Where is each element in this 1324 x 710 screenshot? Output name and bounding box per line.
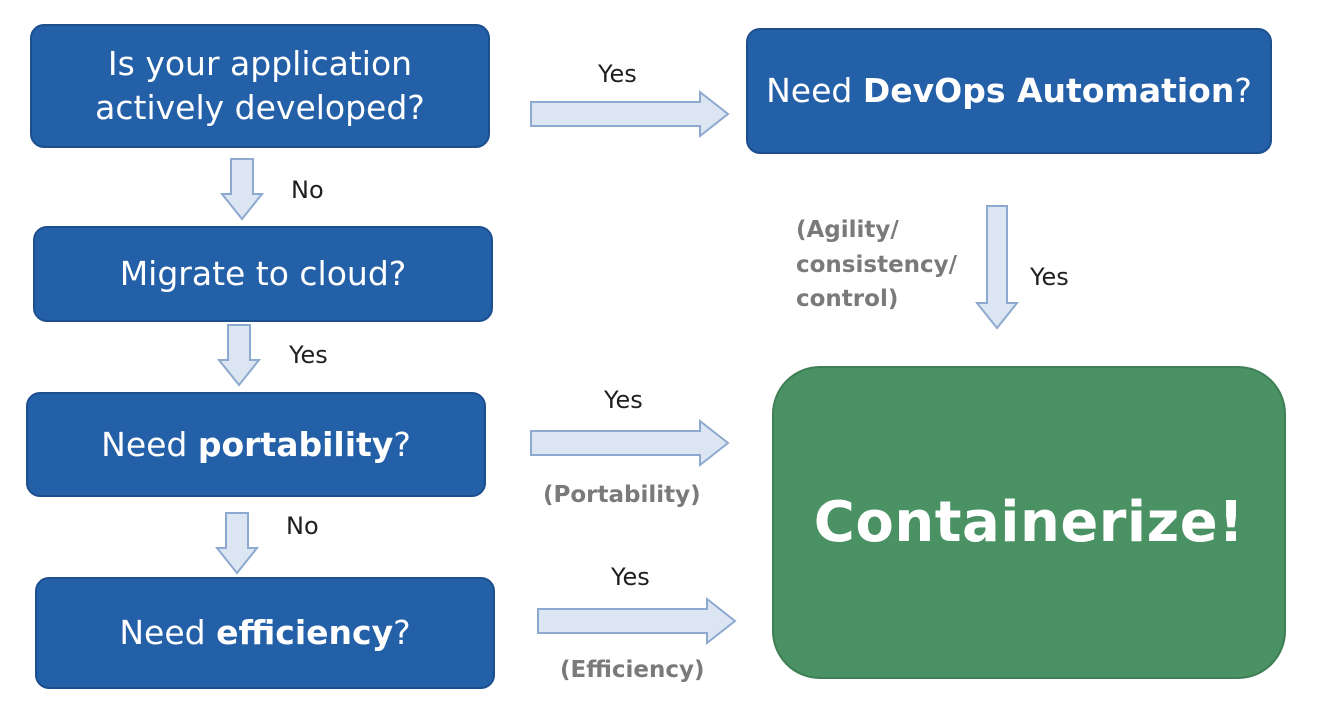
efficiency-prefix: Need bbox=[119, 613, 217, 653]
result-containerize: Containerize! bbox=[772, 366, 1286, 679]
efficiency-keyword: efficiency bbox=[216, 613, 394, 653]
label-yes-efficiency: Yes bbox=[611, 563, 650, 591]
note-portability-reason: (Portability) bbox=[543, 482, 701, 508]
label-yes-devops: Yes bbox=[1030, 263, 1069, 291]
arrow-right-to-devops bbox=[530, 89, 730, 139]
arrow-down-to-efficiency bbox=[214, 512, 260, 575]
containerize-text: Containerize! bbox=[813, 490, 1245, 555]
note-efficiency-reason: (Efficiency) bbox=[560, 657, 705, 683]
arrow-down-to-containerize bbox=[974, 205, 1020, 330]
portability-suffix: ? bbox=[393, 424, 411, 464]
arrow-right-from-efficiency bbox=[537, 596, 737, 646]
arrow-down-to-migrate bbox=[219, 158, 265, 221]
devops-suffix: ? bbox=[1234, 71, 1252, 111]
label-yes-migrate: Yes bbox=[289, 341, 328, 369]
portability-prefix: Need bbox=[101, 424, 198, 464]
label-no-first: No bbox=[291, 176, 324, 204]
migrate-text: Migrate to cloud? bbox=[119, 254, 407, 294]
efficiency-suffix: ? bbox=[393, 613, 411, 653]
question-need-portability: Need portability? bbox=[26, 392, 486, 497]
label-yes-portability: Yes bbox=[604, 386, 643, 414]
question-actively-developed-line1: Is your application bbox=[107, 44, 413, 84]
note-devops-line1: (Agility/ bbox=[796, 217, 899, 243]
note-devops-line3: control) bbox=[796, 286, 899, 312]
arrow-right-from-portability bbox=[530, 418, 730, 468]
question-actively-developed-line2: actively developed? bbox=[95, 88, 425, 127]
question-migrate-to-cloud: Migrate to cloud? bbox=[33, 226, 493, 322]
label-yes-top: Yes bbox=[598, 60, 637, 88]
portability-keyword: portability bbox=[197, 424, 394, 464]
note-devops-line2: consistency/ bbox=[796, 251, 958, 278]
question-devops-automation: Need DevOps Automation? bbox=[746, 28, 1272, 154]
arrow-down-to-portability bbox=[216, 324, 262, 387]
note-devops-reason: (Agility/ consistency/ control) bbox=[796, 213, 957, 317]
question-actively-developed: Is your application actively developed? bbox=[30, 24, 490, 148]
question-need-efficiency: Need efficiency? bbox=[35, 577, 495, 689]
devops-keyword: DevOps Automation bbox=[862, 71, 1235, 111]
label-no-second: No bbox=[286, 512, 319, 540]
devops-prefix: Need bbox=[766, 71, 863, 111]
